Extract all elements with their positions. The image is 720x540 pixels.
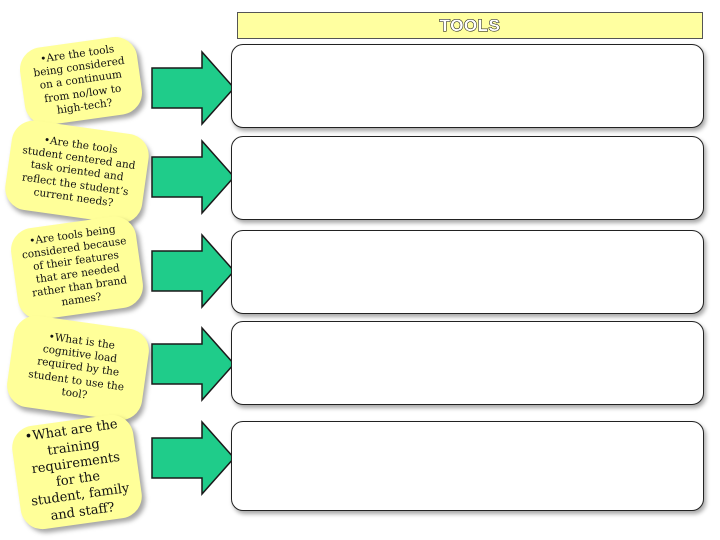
question-note-1: •Are the tools being considered on a con… bbox=[17, 34, 145, 128]
answer-box-2[interactable] bbox=[231, 136, 704, 220]
question-note-3: •Are tools being considered because of t… bbox=[8, 213, 146, 323]
arrow-4 bbox=[151, 326, 236, 402]
arrow-5 bbox=[151, 420, 236, 496]
tools-title-bar: TOOLS bbox=[237, 12, 703, 39]
question-text-4: •What is the cognitive load required by … bbox=[27, 330, 125, 402]
question-note-2: •Are the tools student centered and task… bbox=[2, 117, 152, 227]
question-text-3: •Are tools being considered because of t… bbox=[21, 222, 128, 309]
arrow-2 bbox=[151, 139, 236, 215]
question-text-5: •What are the training requirements for … bbox=[23, 417, 131, 524]
answer-box-1[interactable] bbox=[231, 44, 704, 128]
arrow-1 bbox=[151, 50, 236, 126]
question-text-1: •Are the tools being considered on a con… bbox=[32, 43, 126, 117]
answer-box-3[interactable] bbox=[231, 230, 704, 314]
tools-title: TOOLS bbox=[439, 15, 501, 35]
answer-box-4[interactable] bbox=[231, 321, 704, 405]
question-note-4: •What is the cognitive load required by … bbox=[4, 312, 152, 424]
question-text-2: •Are the tools student centered and task… bbox=[21, 134, 137, 209]
answer-box-5[interactable] bbox=[231, 421, 704, 511]
question-note-5: •What are the training requirements for … bbox=[9, 412, 145, 532]
arrow-3 bbox=[151, 233, 236, 309]
